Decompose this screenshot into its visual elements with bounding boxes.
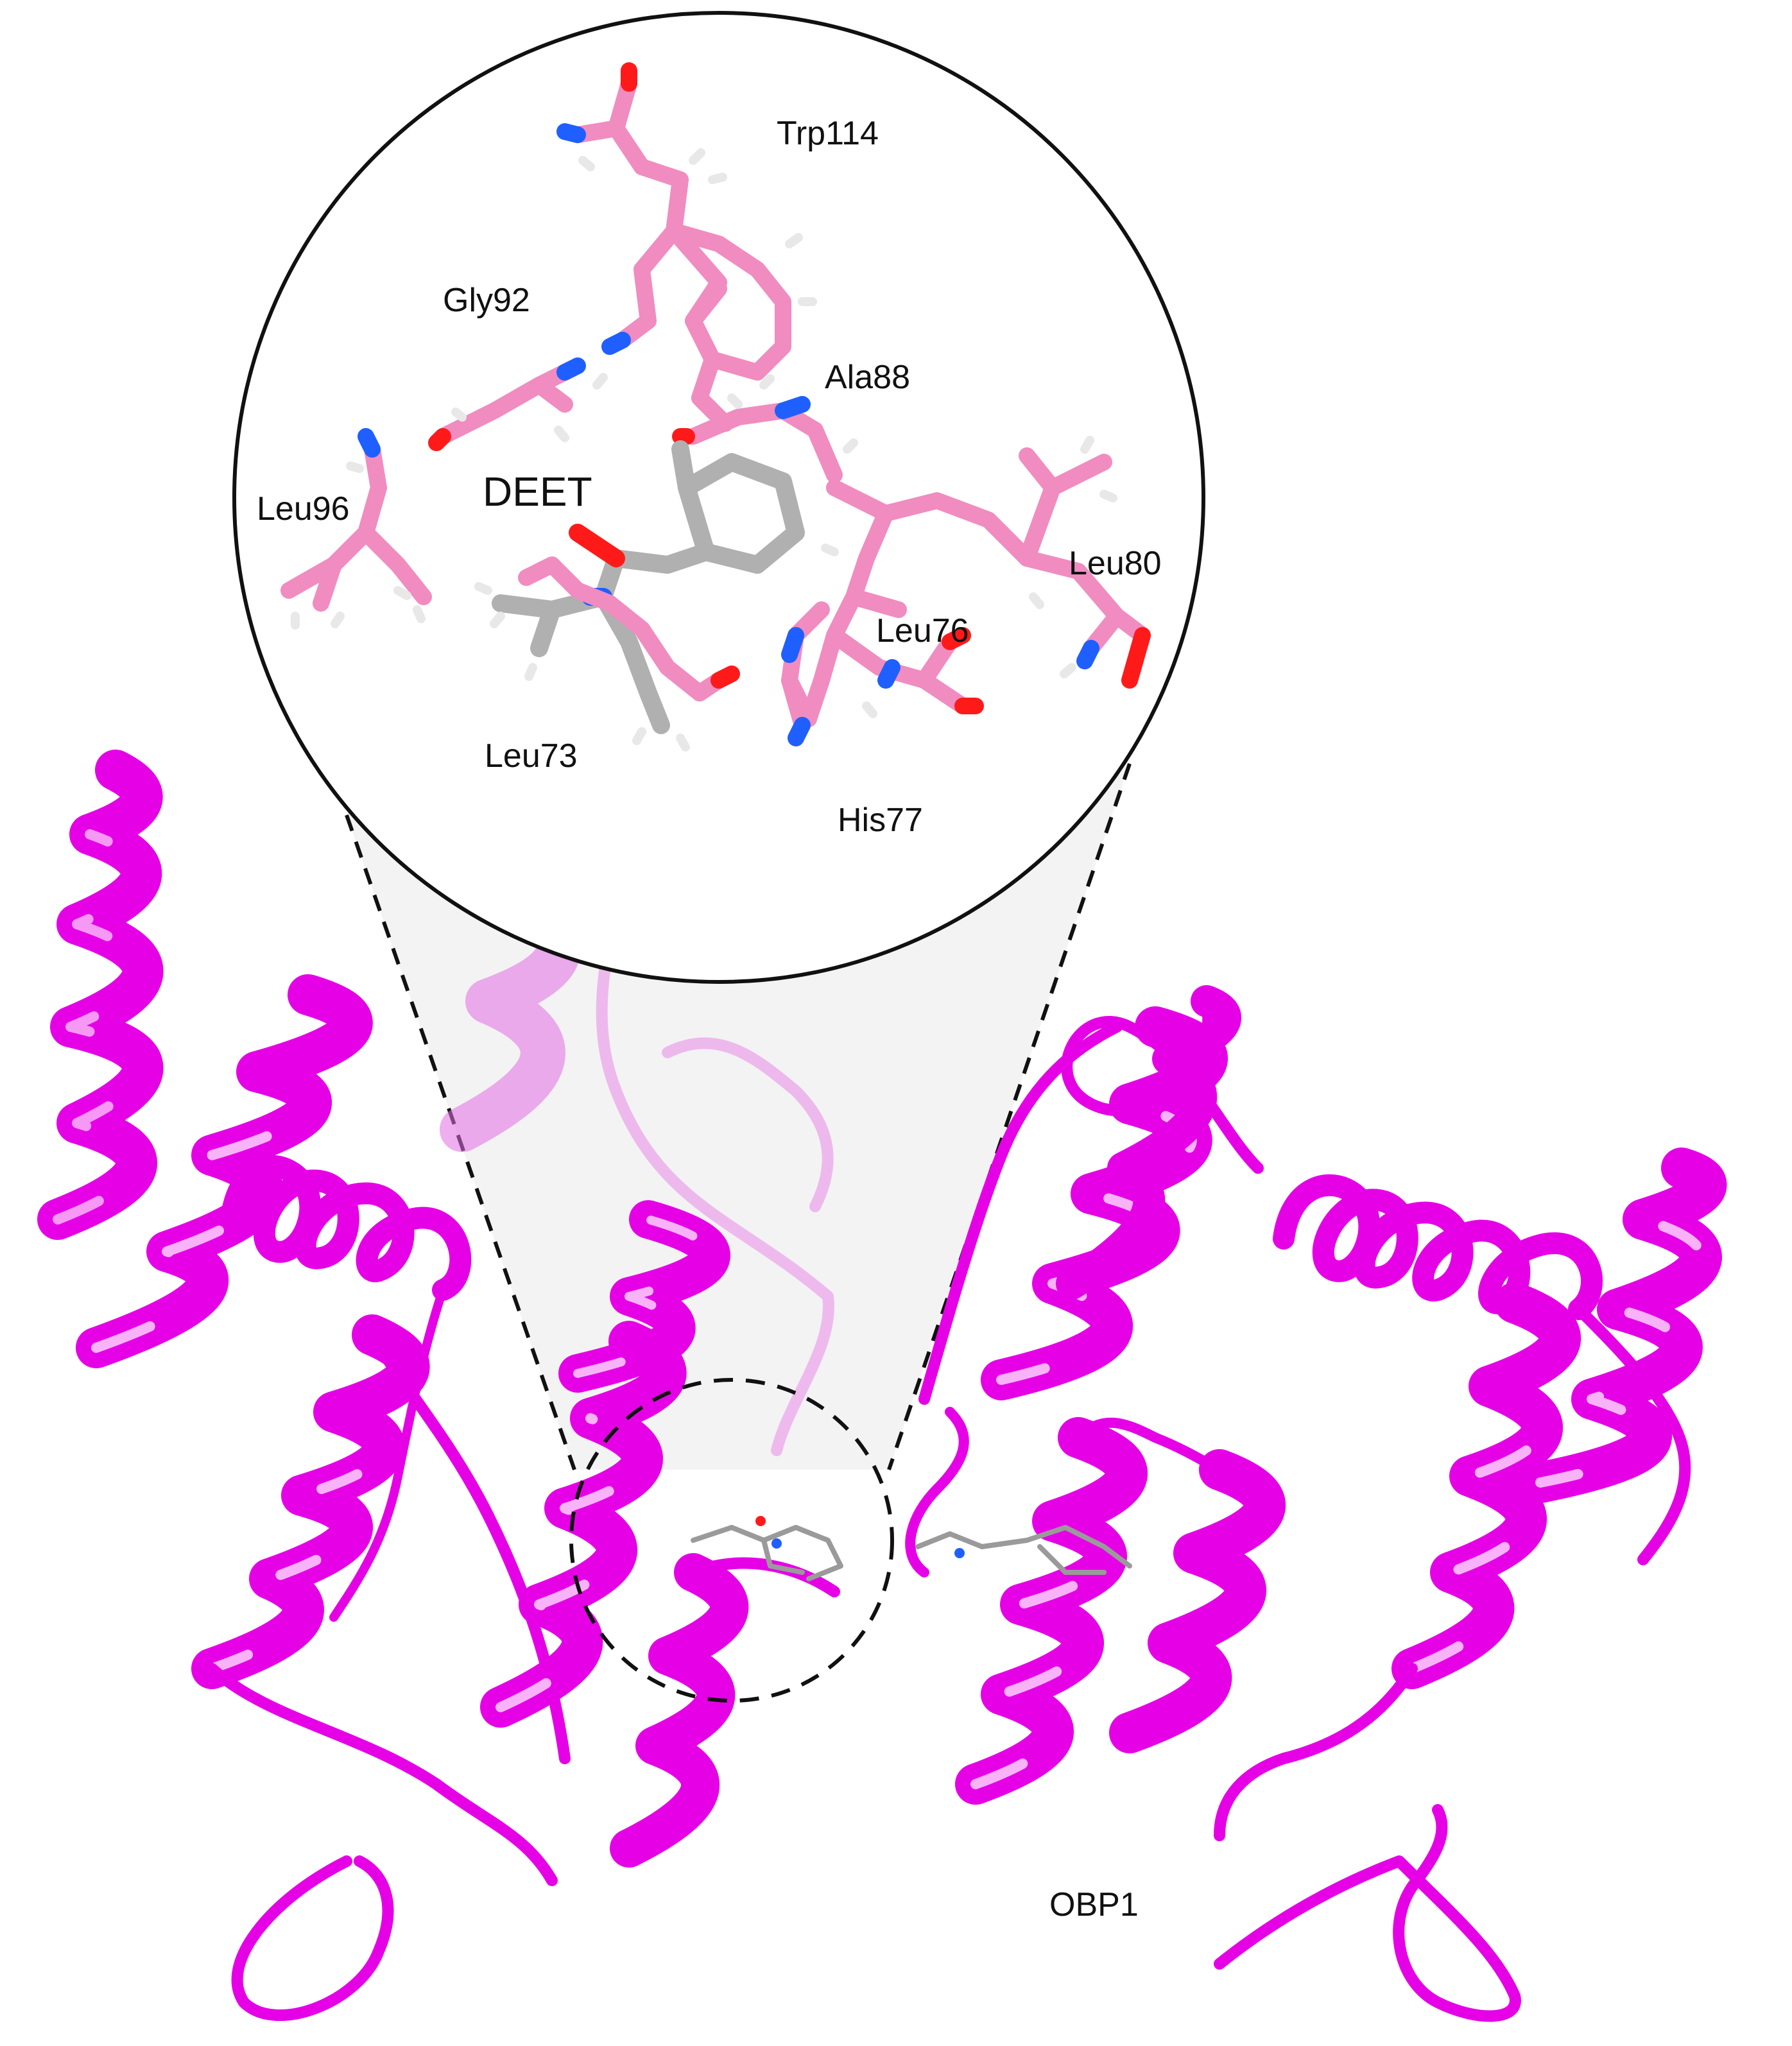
residue-gly92 (428, 357, 586, 451)
label-trp114: Trp114 (777, 115, 879, 152)
loop-right-2 (918, 1021, 1123, 1405)
deet-site-left (691, 1516, 843, 1581)
right-monomer (905, 985, 1727, 2022)
label-obp1: OBP1 (1049, 1886, 1139, 1923)
label-leu80: Leu80 (1069, 545, 1162, 582)
loop-right-bottom (1214, 1804, 1521, 2022)
loop-right-5 (905, 1407, 969, 1577)
ligand-deet (492, 440, 805, 734)
helix-left-3 (191, 1314, 430, 1689)
hydrogens (291, 148, 1117, 752)
zoom-line-right (887, 763, 1132, 1470)
loop-right-3 (1573, 1303, 1691, 1565)
helix-right-top (1056, 985, 1241, 1300)
residue-leu80 (826, 447, 1151, 689)
residue-leu76 (800, 505, 984, 727)
label-deet: DEET (483, 469, 592, 515)
helix-right-4 (1391, 1282, 1581, 1689)
coil-left-top (220, 1155, 472, 1301)
helix-left-5 (610, 1553, 749, 1868)
helix-right-3 (1109, 1449, 1286, 1753)
label-leu73: Leu73 (485, 737, 578, 775)
loop-left-2 (206, 1663, 558, 1886)
residue-his77 (781, 601, 900, 746)
loop-left-bottom (231, 1855, 394, 2022)
label-his77: His77 (838, 802, 923, 839)
coil-right-top (1273, 1174, 1603, 1320)
zoom-inset-circle (232, 11, 1205, 984)
residue-trp114 (556, 62, 791, 432)
residue-ala88 (672, 396, 843, 483)
helix-right-1 (955, 1417, 1148, 1805)
loop-right-4 (1214, 1663, 1418, 1841)
residue-leu73 (518, 556, 740, 701)
label-ala88: Ala88 (825, 359, 910, 396)
label-leu96: Leu96 (257, 490, 350, 528)
label-leu76: Leu76 (876, 612, 969, 649)
loop-left-3 (329, 1285, 447, 1622)
residue-leu96 (280, 428, 432, 612)
residue-labels: Trp114 Gly92 Ala88 Leu96 DEET Leu80 Leu7… (257, 115, 1162, 1923)
binding-pocket-sticks (280, 62, 1151, 752)
loop-right-6 (1073, 1418, 1225, 1475)
deet-site-right (915, 1525, 1132, 1575)
label-gly92: Gly92 (443, 282, 530, 319)
binding-site-marker (569, 1378, 894, 1703)
